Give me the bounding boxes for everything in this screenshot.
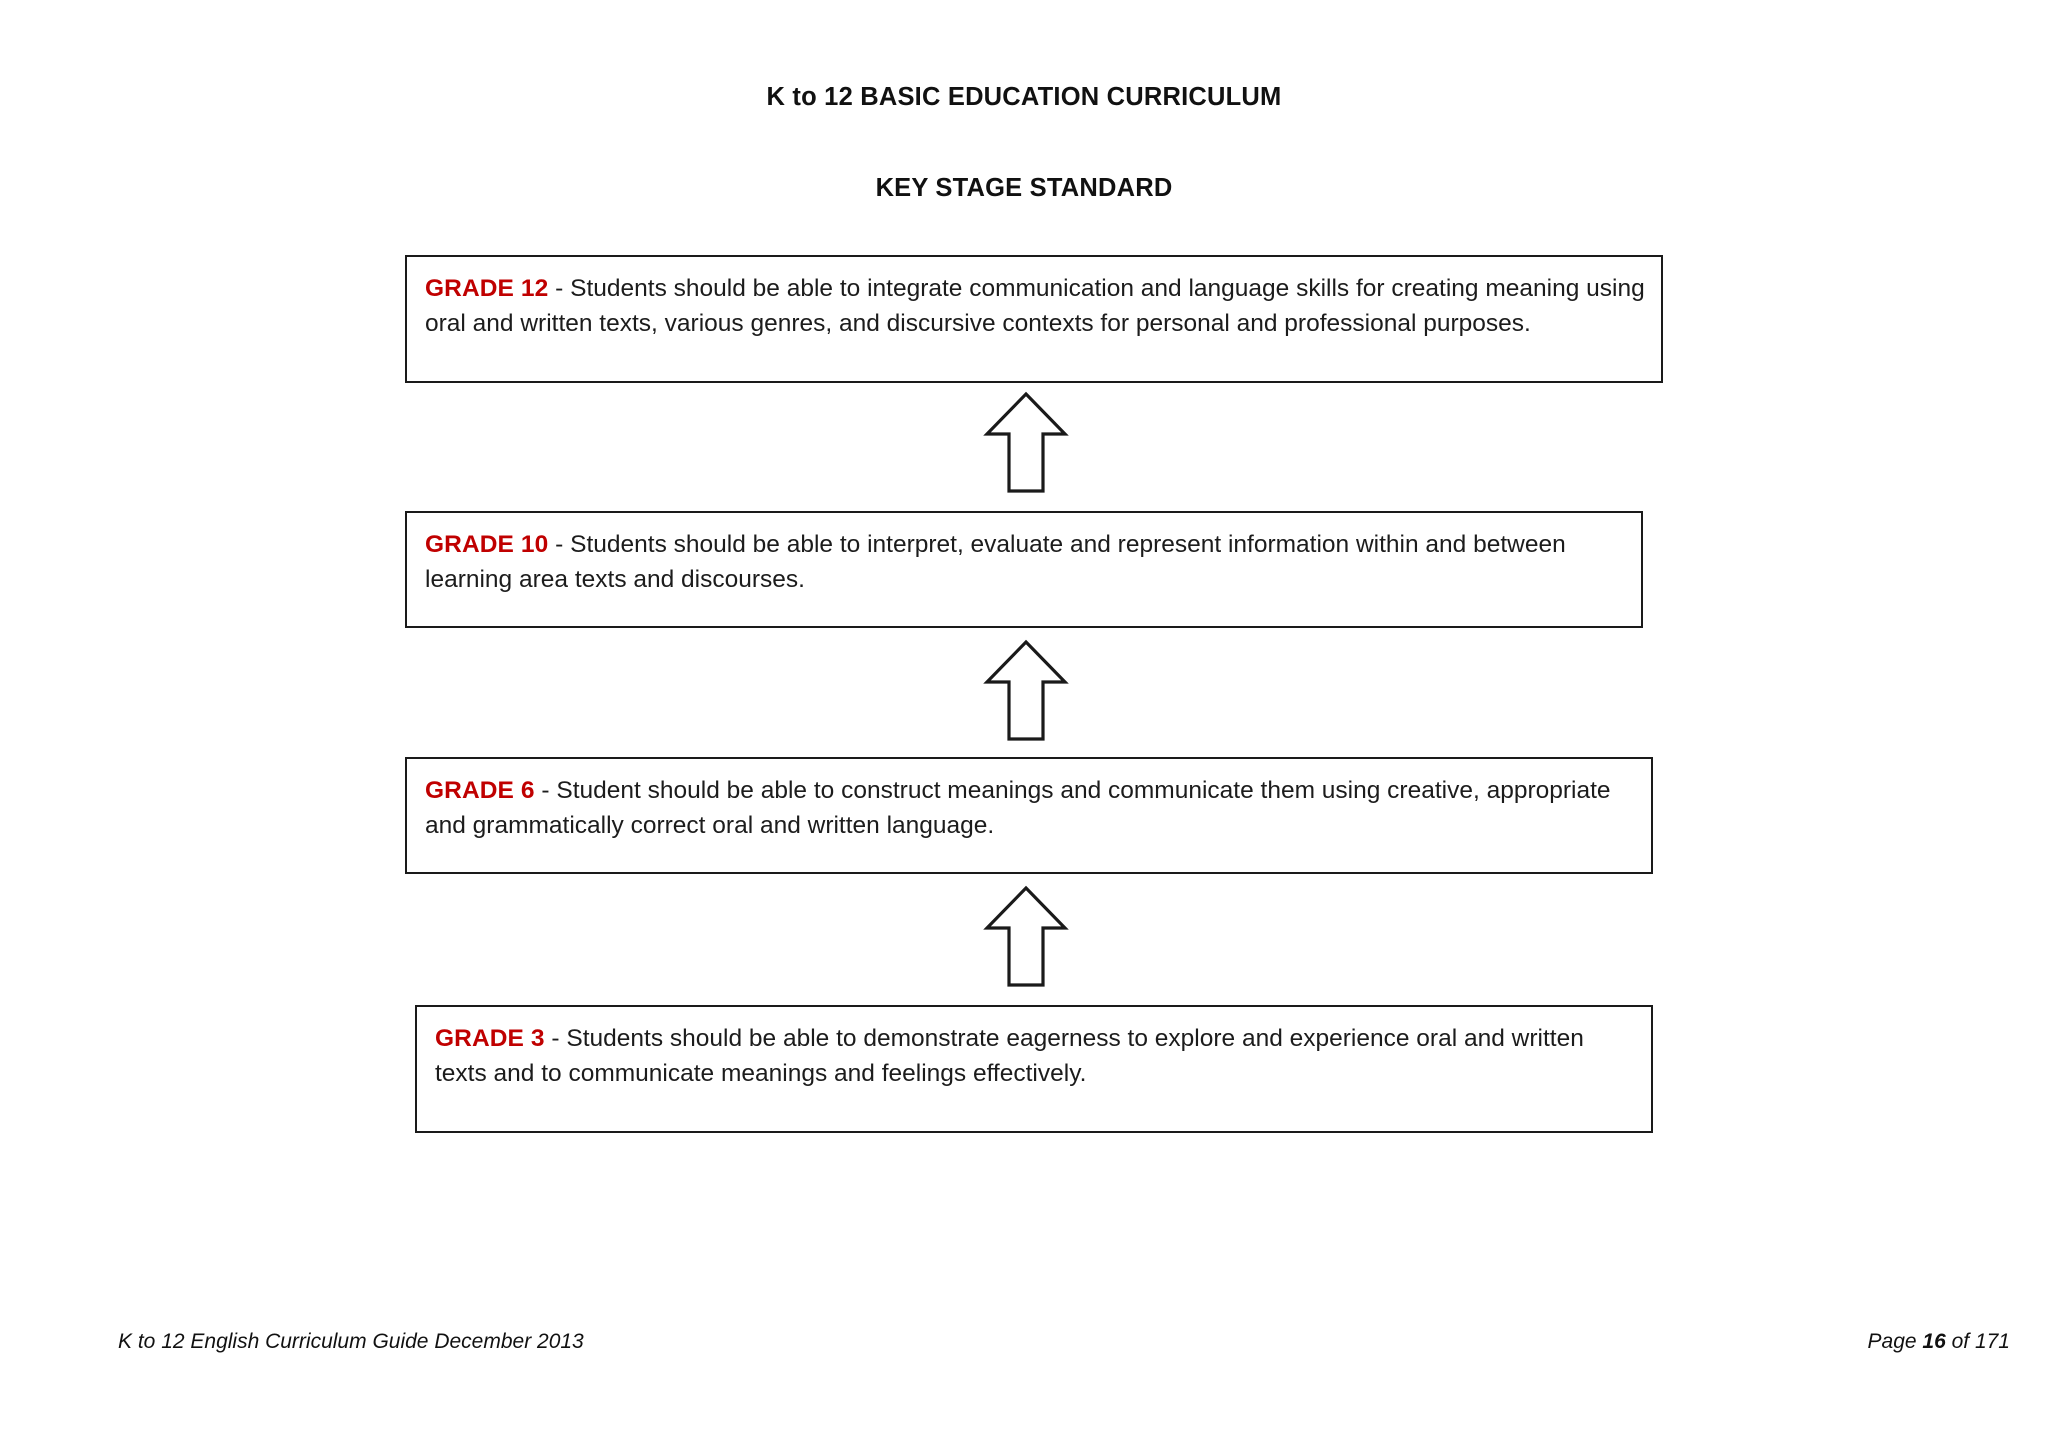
standard-text-grade-3: GRADE 3 - Students should be able to dem… xyxy=(435,1021,1637,1091)
standard-body-3: Students should be able to demonstrate e… xyxy=(435,1025,1584,1087)
footer-page-number: Page 16 of 171 xyxy=(1868,1330,2010,1354)
standard-body-6: Student should be able to construct mean… xyxy=(425,777,1611,839)
grade-separator-12: - xyxy=(548,275,571,302)
standard-text-grade-12: GRADE 12 - Students should be able to in… xyxy=(425,271,1647,341)
page-subtitle: KEY STAGE STANDARD xyxy=(875,174,1173,202)
standard-box-grade-3: GRADE 3 - Students should be able to dem… xyxy=(415,1005,1653,1133)
standard-body-12: Students should be able to integrate com… xyxy=(425,275,1645,337)
grade-label-6: GRADE 6 xyxy=(425,777,535,804)
footer-page-prefix: Page xyxy=(1867,1330,1923,1353)
grade-label-3: GRADE 3 xyxy=(435,1025,545,1052)
page-title: K to 12 BASIC EDUCATION CURRICULUM xyxy=(766,83,1282,111)
standard-text-grade-10: GRADE 10 - Students should be able to in… xyxy=(425,527,1627,597)
arrow-grade3-to-grade6-icon xyxy=(983,884,1069,988)
arrow-grade6-to-grade10-icon xyxy=(983,638,1069,742)
arrow-grade10-to-grade12-icon xyxy=(983,390,1069,494)
grade-label-12: GRADE 12 xyxy=(425,275,549,302)
standard-body-10: Students should be able to interpret, ev… xyxy=(425,531,1566,593)
standard-box-grade-10: GRADE 10 - Students should be able to in… xyxy=(405,511,1643,628)
grade-separator-3: - xyxy=(544,1025,567,1052)
standard-text-grade-6: GRADE 6 - Student should be able to cons… xyxy=(425,773,1637,843)
footer-document-title: K to 12 English Curriculum Guide Decembe… xyxy=(118,1330,584,1353)
grade-separator-10: - xyxy=(548,531,571,558)
grade-label-10: GRADE 10 xyxy=(425,531,549,558)
grade-separator-6: - xyxy=(534,777,557,804)
standard-box-grade-12: GRADE 12 - Students should be able to in… xyxy=(405,255,1663,383)
footer-page-suffix: of 171 xyxy=(1945,1330,2010,1353)
footer-page-value: 16 xyxy=(1922,1330,1946,1353)
standard-box-grade-6: GRADE 6 - Student should be able to cons… xyxy=(405,757,1653,874)
